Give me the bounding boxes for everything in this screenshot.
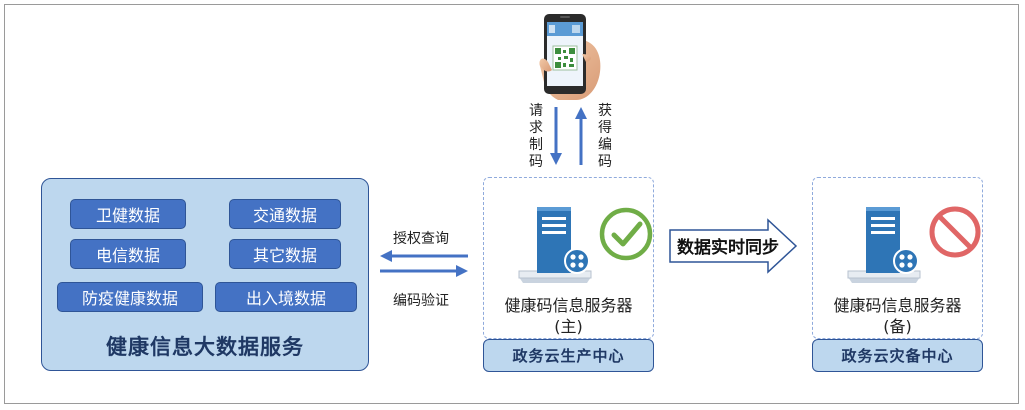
obtain-arrow xyxy=(575,107,587,165)
sync-arrow xyxy=(669,218,798,274)
query-arrow xyxy=(380,250,468,262)
primary-server-label: 健康码信息服务器 xyxy=(504,296,633,315)
backup-server-box: 健康码信息服务器 (备) xyxy=(812,177,983,339)
phone-qr-icon xyxy=(539,14,601,100)
primary-server-box: 健康码信息服务器 (主) xyxy=(483,177,654,339)
diagram-frame xyxy=(4,4,1019,404)
server-icon xyxy=(518,207,592,283)
obtain-label: 获得编码 xyxy=(598,103,612,170)
primary-server-role: (主) xyxy=(554,317,583,336)
data-tag-other: 其它数据 xyxy=(229,239,341,269)
data-tag-epidemic-health: 防疫健康数据 xyxy=(57,282,203,312)
server-icon xyxy=(847,207,921,283)
backup-server-role: (备) xyxy=(883,317,912,336)
disaster-recovery-center-bar: 政务云灾备中心 xyxy=(812,339,983,372)
data-tag-telecom: 电信数据 xyxy=(70,239,186,269)
request-arrow xyxy=(550,107,562,165)
data-tag-border-entry: 出入境数据 xyxy=(215,282,357,312)
prohibited-icon xyxy=(929,206,981,258)
backup-server-label: 健康码信息服务器 xyxy=(833,296,962,315)
big-data-service-title: 健康信息大数据服务 xyxy=(106,335,304,359)
verify-arrow xyxy=(380,265,468,277)
check-circle-icon xyxy=(599,207,653,261)
verify-label: 编码验证 xyxy=(393,293,449,309)
data-tag-health-commission: 卫健数据 xyxy=(70,199,186,229)
data-tag-transport: 交通数据 xyxy=(229,199,341,229)
query-label: 授权查询 xyxy=(393,231,449,247)
production-center-bar: 政务云生产中心 xyxy=(483,339,654,372)
sync-label: 数据实时同步 xyxy=(677,238,779,258)
request-label: 请求制码 xyxy=(529,103,543,170)
big-data-service-panel: 卫健数据 交通数据 电信数据 其它数据 防疫健康数据 出入境数据 健康信息大数据… xyxy=(41,178,369,371)
